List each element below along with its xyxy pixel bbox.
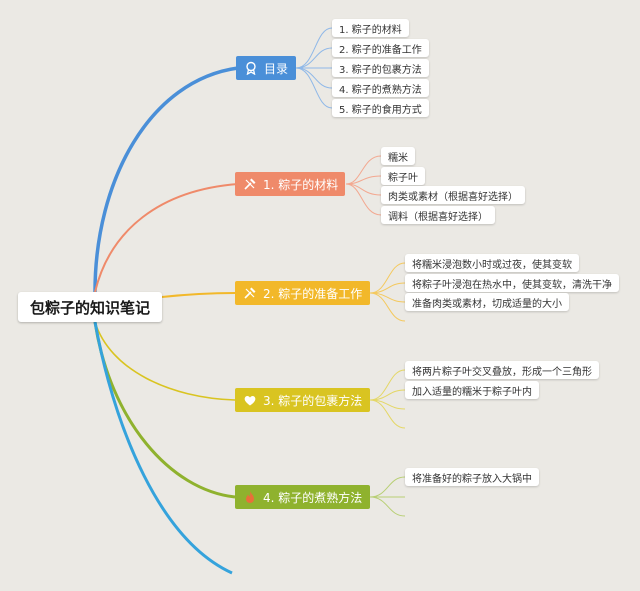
leaf-label: 5. 粽子的食用方式: [339, 104, 422, 116]
branch-materials[interactable]: 1. 粽子的材料: [235, 172, 345, 196]
leaf-materials-4[interactable]: 调料（根据喜好选择）: [381, 206, 495, 224]
leaf-label: 准备肉类或素材，切成适量的大小: [412, 298, 562, 310]
leaf-connectors-materials: [345, 155, 382, 216]
branch-prep-label: 2. 粽子的准备工作: [263, 286, 363, 301]
connector-toc: [93, 66, 239, 293]
root-topic[interactable]: 包粽子的知识笔记: [18, 292, 162, 322]
leaf-toc-1[interactable]: 1. 粽子的材料: [332, 19, 409, 37]
leaf-materials-3[interactable]: 肉类或素材（根据喜好选择）: [381, 186, 525, 204]
leaf-label: 2. 粽子的准备工作: [339, 44, 422, 56]
connector-materials: [94, 183, 239, 293]
branch-materials-label: 1. 粽子的材料: [263, 177, 339, 192]
leaf-toc-5[interactable]: 5. 粽子的食用方式: [332, 99, 429, 117]
leaf-toc-4[interactable]: 4. 粽子的煮熟方法: [332, 79, 429, 97]
leaf-cook-1[interactable]: 将准备好的粽子放入大锅中: [405, 468, 539, 486]
leaf-toc-3[interactable]: 3. 粽子的包裹方法: [332, 59, 429, 77]
leaf-prep-3[interactable]: 准备肉类或素材，切成适量的大小: [405, 293, 569, 311]
connector-prep: [161, 292, 236, 298]
branch-wrap[interactable]: 3. 粽子的包裹方法: [235, 388, 370, 412]
leaf-label: 4. 粽子的煮熟方法: [339, 84, 422, 96]
branch-prep[interactable]: 2. 粽子的准备工作: [235, 281, 370, 305]
branch-cook[interactable]: 4. 粽子的煮熟方法: [235, 485, 370, 509]
leaf-label: 加入适量的糯米于粽子叶内: [412, 386, 532, 398]
tools-icon: [243, 286, 257, 300]
branch-cook-label: 4. 粽子的煮熟方法: [263, 490, 363, 505]
leaf-label: 1. 粽子的材料: [339, 24, 402, 36]
leaf-wrap-2[interactable]: 加入适量的糯米于粽子叶内: [405, 381, 539, 399]
leaf-connectors-prep: [369, 262, 406, 322]
leaf-label: 糯米: [388, 152, 408, 164]
heart-icon: [243, 393, 257, 407]
leaf-connectors-wrap: [369, 369, 406, 429]
leaf-connectors-cook: [369, 476, 406, 517]
leaf-label: 粽子叶: [388, 172, 418, 184]
tools-icon: [243, 177, 257, 191]
leaf-label: 将准备好的粽子放入大锅中: [412, 473, 532, 485]
leaf-connectors-toc: [295, 27, 333, 109]
connector-extra: [93, 321, 233, 575]
leaf-label: 将两片粽子叶交叉叠放，形成一个三角形: [412, 366, 592, 378]
connector-wrap: [94, 321, 236, 401]
branch-wrap-label: 3. 粽子的包裹方法: [263, 393, 363, 408]
leaf-label: 肉类或素材（根据喜好选择）: [388, 191, 518, 203]
leaf-materials-2[interactable]: 粽子叶: [381, 167, 425, 185]
leaf-materials-1[interactable]: 糯米: [381, 147, 415, 165]
fire-icon: [243, 490, 257, 504]
root-topic-label: 包粽子的知识笔记: [29, 298, 150, 317]
leaf-label: 调料（根据喜好选择）: [388, 211, 488, 223]
branch-toc-label: 目录: [264, 61, 289, 76]
leaf-prep-2[interactable]: 将粽子叶浸泡在热水中，使其变软，清洗干净: [405, 274, 619, 292]
leaf-label: 将糯米浸泡数小时或过夜，使其变软: [412, 259, 572, 271]
leaf-wrap-1[interactable]: 将两片粽子叶交叉叠放，形成一个三角形: [405, 361, 599, 379]
ribbon-icon: [244, 61, 258, 75]
leaf-prep-1[interactable]: 将糯米浸泡数小时或过夜，使其变软: [405, 254, 579, 272]
leaf-label: 3. 粽子的包裹方法: [339, 64, 422, 76]
branch-toc[interactable]: 目录: [236, 56, 296, 80]
leaf-toc-2[interactable]: 2. 粽子的准备工作: [332, 39, 429, 57]
leaf-label: 将粽子叶浸泡在热水中，使其变软，清洗干净: [412, 279, 612, 291]
